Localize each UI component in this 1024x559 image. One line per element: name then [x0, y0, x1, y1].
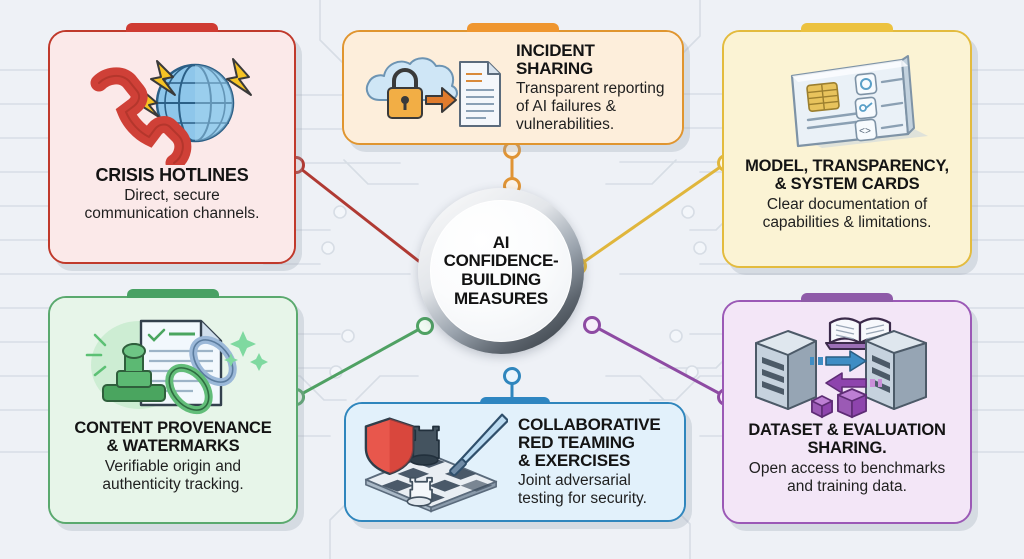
system-card-chip-icon: <>: [734, 46, 960, 158]
chessboard-shield-sword-icon: [358, 412, 508, 513]
card-text-incident-sharing: INCIDENT SHARING Transparent reporting o…: [516, 40, 670, 134]
hub-face: AI CONFIDENCE- BUILDING MEASURES: [430, 200, 572, 342]
connector-dataset-evaluation-sharing: [583, 316, 735, 406]
card-desc-collaborative-red-teaming: Joint adversarial testing for security.: [518, 472, 647, 508]
card-text-content-provenance-watermarks: CONTENT PROVENANCE & WATERMARKS Verifiab…: [74, 419, 272, 494]
card-title-dataset-evaluation-sharing: DATASET & EVALUATION SHARING.: [748, 421, 946, 457]
card-dataset-evaluation-sharing[interactable]: DATASET & EVALUATION SHARING. Open acces…: [722, 293, 972, 524]
card-title-crisis-hotlines: CRISIS HOTLINES: [95, 165, 249, 185]
card-text-model-transparency-system-cards: MODEL, TRANSPARENCY, & SYSTEM CARDS Clea…: [745, 157, 949, 232]
connector-content-provenance-watermarks: [287, 317, 434, 406]
hub-label: AI CONFIDENCE- BUILDING MEASURES: [443, 232, 559, 308]
card-text-crisis-hotlines: CRISIS HOTLINES Direct, secure communica…: [84, 165, 260, 223]
card-tab-collaborative-red-teaming: [480, 397, 550, 407]
card-desc-incident-sharing: Transparent reporting of AI failures & v…: [516, 79, 665, 133]
servers-exchange-book-icon: [734, 316, 960, 422]
card-text-dataset-evaluation-sharing: DATASET & EVALUATION SHARING. Open acces…: [748, 421, 946, 496]
connector-incident-sharing: [503, 141, 521, 195]
card-model-transparency-system-cards[interactable]: <> MODEL, TRANSPARENCY, & SYSTEM CARDS C…: [722, 23, 972, 268]
svg-text:<>: <>: [859, 127, 871, 138]
card-incident-sharing[interactable]: INCIDENT SHARING Transparent reporting o…: [342, 23, 684, 145]
phone-globe-alert-icon: [60, 46, 284, 166]
card-title-incident-sharing: INCIDENT SHARING: [516, 40, 595, 78]
card-desc-content-provenance-watermarks: Verifiable origin and authenticity track…: [102, 457, 244, 493]
card-desc-crisis-hotlines: Direct, secure communication channels.: [84, 187, 260, 223]
connector-crisis-hotlines: [287, 156, 439, 279]
center-hub: AI CONFIDENCE- BUILDING MEASURES: [418, 188, 584, 354]
card-title-content-provenance-watermarks: CONTENT PROVENANCE & WATERMARKS: [74, 419, 272, 455]
connector-model-transparency-system-cards: [569, 154, 735, 275]
cloud-lock-document-icon: [356, 40, 506, 135]
card-content-provenance-watermarks[interactable]: CONTENT PROVENANCE & WATERMARKS Verifiab…: [48, 289, 298, 524]
card-title-collaborative-red-teaming: COLLABORATIVE RED TEAMING & EXERCISES: [518, 415, 661, 471]
card-desc-model-transparency-system-cards: Clear documentation of capabilities & li…: [762, 195, 932, 231]
card-crisis-hotlines[interactable]: CRISIS HOTLINES Direct, secure communica…: [48, 23, 296, 264]
stamp-document-chain-icon: [60, 312, 286, 420]
card-desc-dataset-evaluation-sharing: Open access to benchmarks and training d…: [748, 459, 946, 495]
card-text-collaborative-red-teaming: COLLABORATIVE RED TEAMING & EXERCISES Jo…: [518, 415, 672, 508]
card-title-model-transparency-system-cards: MODEL, TRANSPARENCY, & SYSTEM CARDS: [745, 157, 949, 193]
card-collaborative-red-teaming[interactable]: COLLABORATIVE RED TEAMING & EXERCISES Jo…: [344, 397, 686, 522]
